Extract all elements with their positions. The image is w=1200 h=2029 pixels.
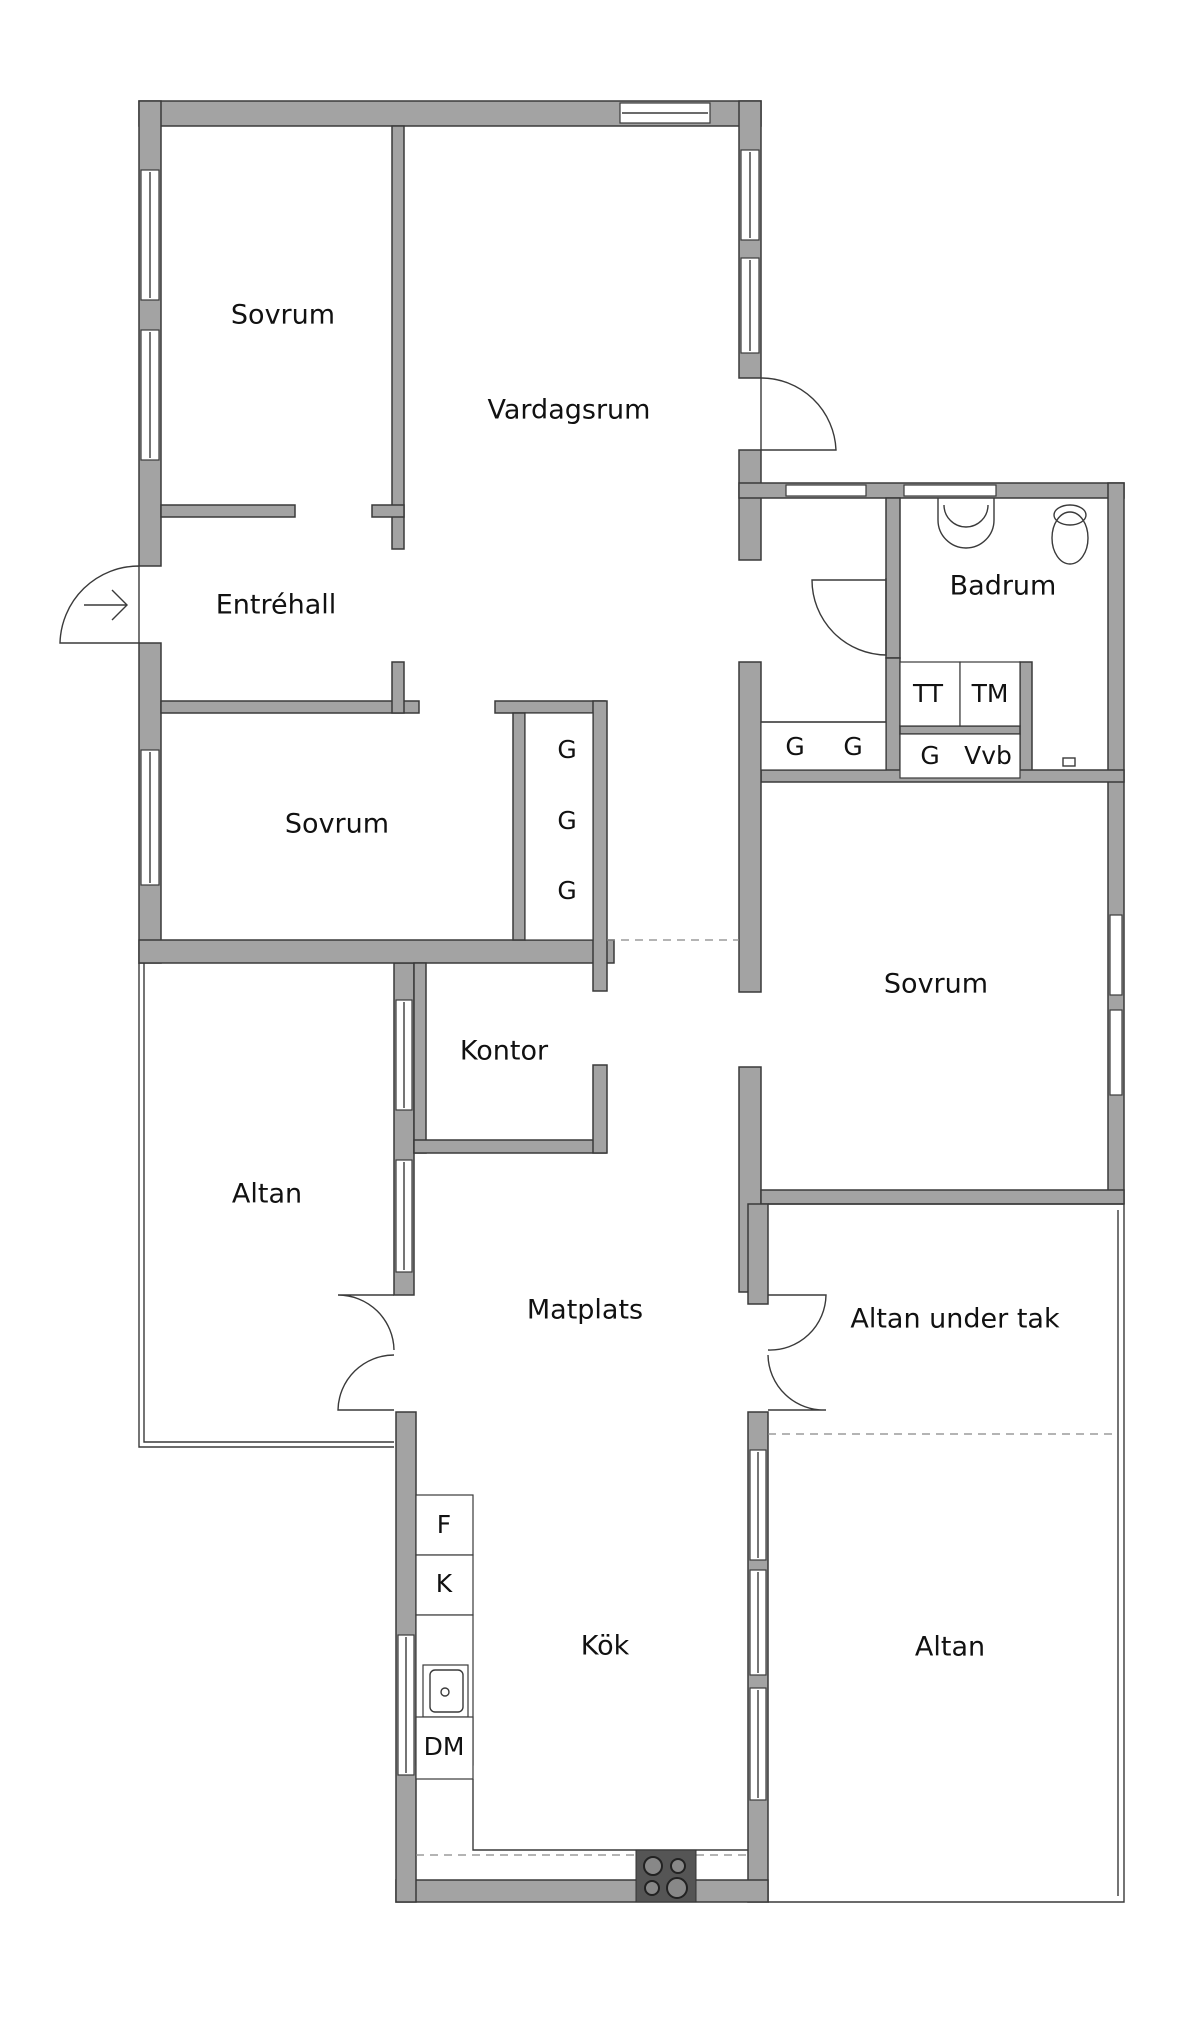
- closet-label: G: [785, 732, 804, 761]
- closet-label: G: [920, 741, 939, 770]
- bathroom-fixtures: [937, 498, 1089, 767]
- freezer-cabinet: [415, 1554, 474, 1616]
- closet-label-tm: TM: [971, 679, 1009, 708]
- kitchen-fixtures: [415, 1494, 748, 1903]
- windows: [140, 102, 1123, 1801]
- room-label-matplats: Matplats: [527, 1295, 643, 1326]
- doors: [59, 377, 887, 1411]
- room-label-sovrum-2: Sovrum: [285, 809, 389, 840]
- kitchen-label-fridge: F: [437, 1510, 451, 1539]
- fridge-cabinet: [415, 1494, 474, 1556]
- room-label-altan-west: Altan: [232, 1179, 302, 1210]
- washbasin-icon: [937, 498, 995, 549]
- closets: [524, 661, 1021, 941]
- closet-label: G: [557, 806, 576, 835]
- closet-label: G: [843, 732, 862, 761]
- kitchen-label-dishwasher: DM: [424, 1732, 465, 1761]
- kitchen-label-freezer: K: [436, 1569, 453, 1598]
- closet-label: G: [557, 876, 576, 905]
- closet-label-vvb: Vvb: [964, 741, 1012, 770]
- room-label-entrehall: Entréhall: [216, 590, 337, 621]
- room-label-vardagsrum: Vardagsrum: [488, 395, 651, 426]
- closet-label: G: [557, 735, 576, 764]
- closet-labels: G G G G G TT TM G Vvb F K DM: [424, 679, 1012, 1761]
- room-label-sovrum-1: Sovrum: [231, 300, 335, 331]
- toilet-icon: [1053, 504, 1087, 526]
- dishwasher-cabinet: [415, 1716, 474, 1780]
- room-label-kontor: Kontor: [460, 1036, 549, 1067]
- terraces: [138, 939, 1125, 1903]
- closet-label-tt: TT: [912, 679, 944, 708]
- room-label-badrum: Badrum: [950, 571, 1057, 602]
- room-label-kok: Kök: [581, 1631, 630, 1662]
- tap-icon: [1062, 757, 1076, 767]
- room-labels: Sovrum Vardagsrum Entréhall Badrum Sovru…: [216, 300, 1060, 1663]
- room-label-altan-under-tak: Altan under tak: [850, 1304, 1060, 1335]
- stove-icon: [635, 1849, 697, 1903]
- room-label-sovrum-3: Sovrum: [884, 969, 988, 1000]
- room-label-altan-east: Altan: [915, 1632, 985, 1663]
